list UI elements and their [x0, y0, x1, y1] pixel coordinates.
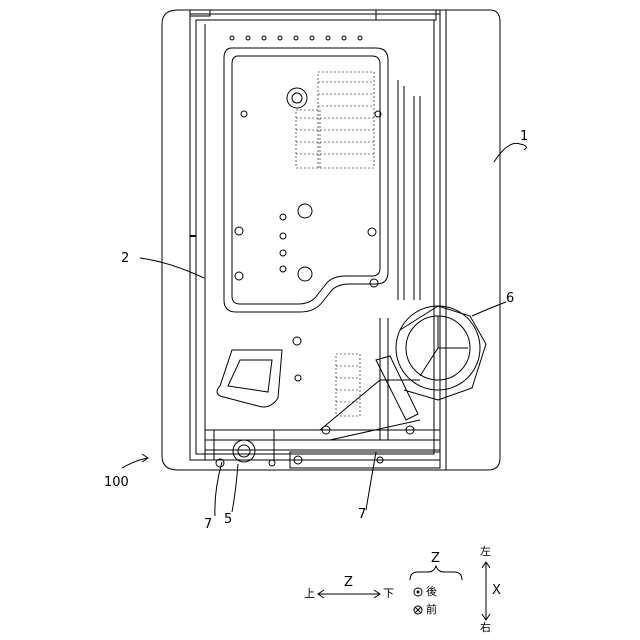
x-left-label: 左 [480, 546, 491, 557]
outer-housing [162, 10, 500, 470]
cavity-plate [224, 48, 388, 312]
out-of-page-dot [417, 591, 420, 594]
z-down-label: 下 [383, 588, 394, 599]
ref-label-6: 6 [506, 292, 514, 305]
ref-label-7-left: 7 [204, 518, 212, 531]
door-frame [190, 14, 440, 460]
ref-label-100: 100 [104, 476, 129, 489]
z-back-label: 後 [426, 586, 437, 597]
leader-2 [140, 258, 204, 278]
z-axis-label: Z [344, 576, 353, 589]
ref-label-7-bottom: 7 [358, 508, 366, 521]
leader-6 [472, 302, 506, 316]
ref-label-1: 1 [520, 130, 528, 143]
x-right-label: 右 [480, 622, 491, 633]
leader-5 [232, 464, 238, 512]
z-group-label: Z [431, 552, 440, 565]
leader-100 [122, 458, 148, 468]
z-up-label: 上 [304, 588, 315, 599]
z-front-label: 前 [426, 604, 437, 615]
leader-1 [494, 143, 526, 162]
leader-7b [366, 452, 376, 510]
ref-label-5: 5 [224, 513, 232, 526]
handle-element [217, 350, 282, 407]
axis-legend-graphics [318, 562, 490, 620]
vent-pattern-upper [296, 72, 374, 168]
x-axis-label: X [492, 584, 501, 597]
ref-label-2: 2 [121, 252, 129, 265]
